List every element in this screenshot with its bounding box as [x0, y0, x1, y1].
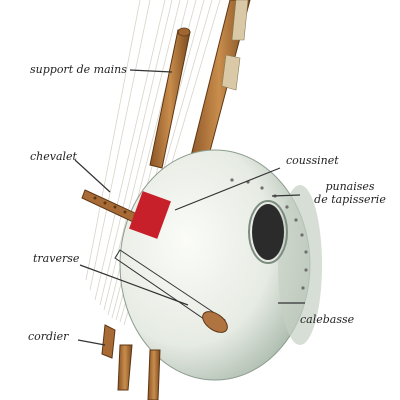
leader-lines	[74, 69, 305, 346]
hand-supports	[149, 27, 191, 169]
label-punaises-line2: de tapisserie	[314, 193, 386, 206]
label-punaises-de-tapisserie: punaises de tapisserie	[305, 180, 395, 206]
lower-pole	[101, 324, 161, 400]
label-chevalet: chevalet	[30, 150, 77, 163]
label-traverse: traverse	[33, 252, 80, 265]
crossbar	[114, 249, 228, 333]
cushion	[129, 191, 171, 239]
tapestry-tacks	[230, 178, 308, 290]
label-punaises-line1: punaises	[325, 180, 375, 193]
label-cordier: cordier	[28, 330, 69, 343]
label-coussinet: coussinet	[286, 154, 339, 167]
gourd-body	[119, 149, 322, 381]
label-calebasse: calebasse	[300, 313, 355, 326]
label-support-de-mains: support de mains	[30, 63, 127, 76]
